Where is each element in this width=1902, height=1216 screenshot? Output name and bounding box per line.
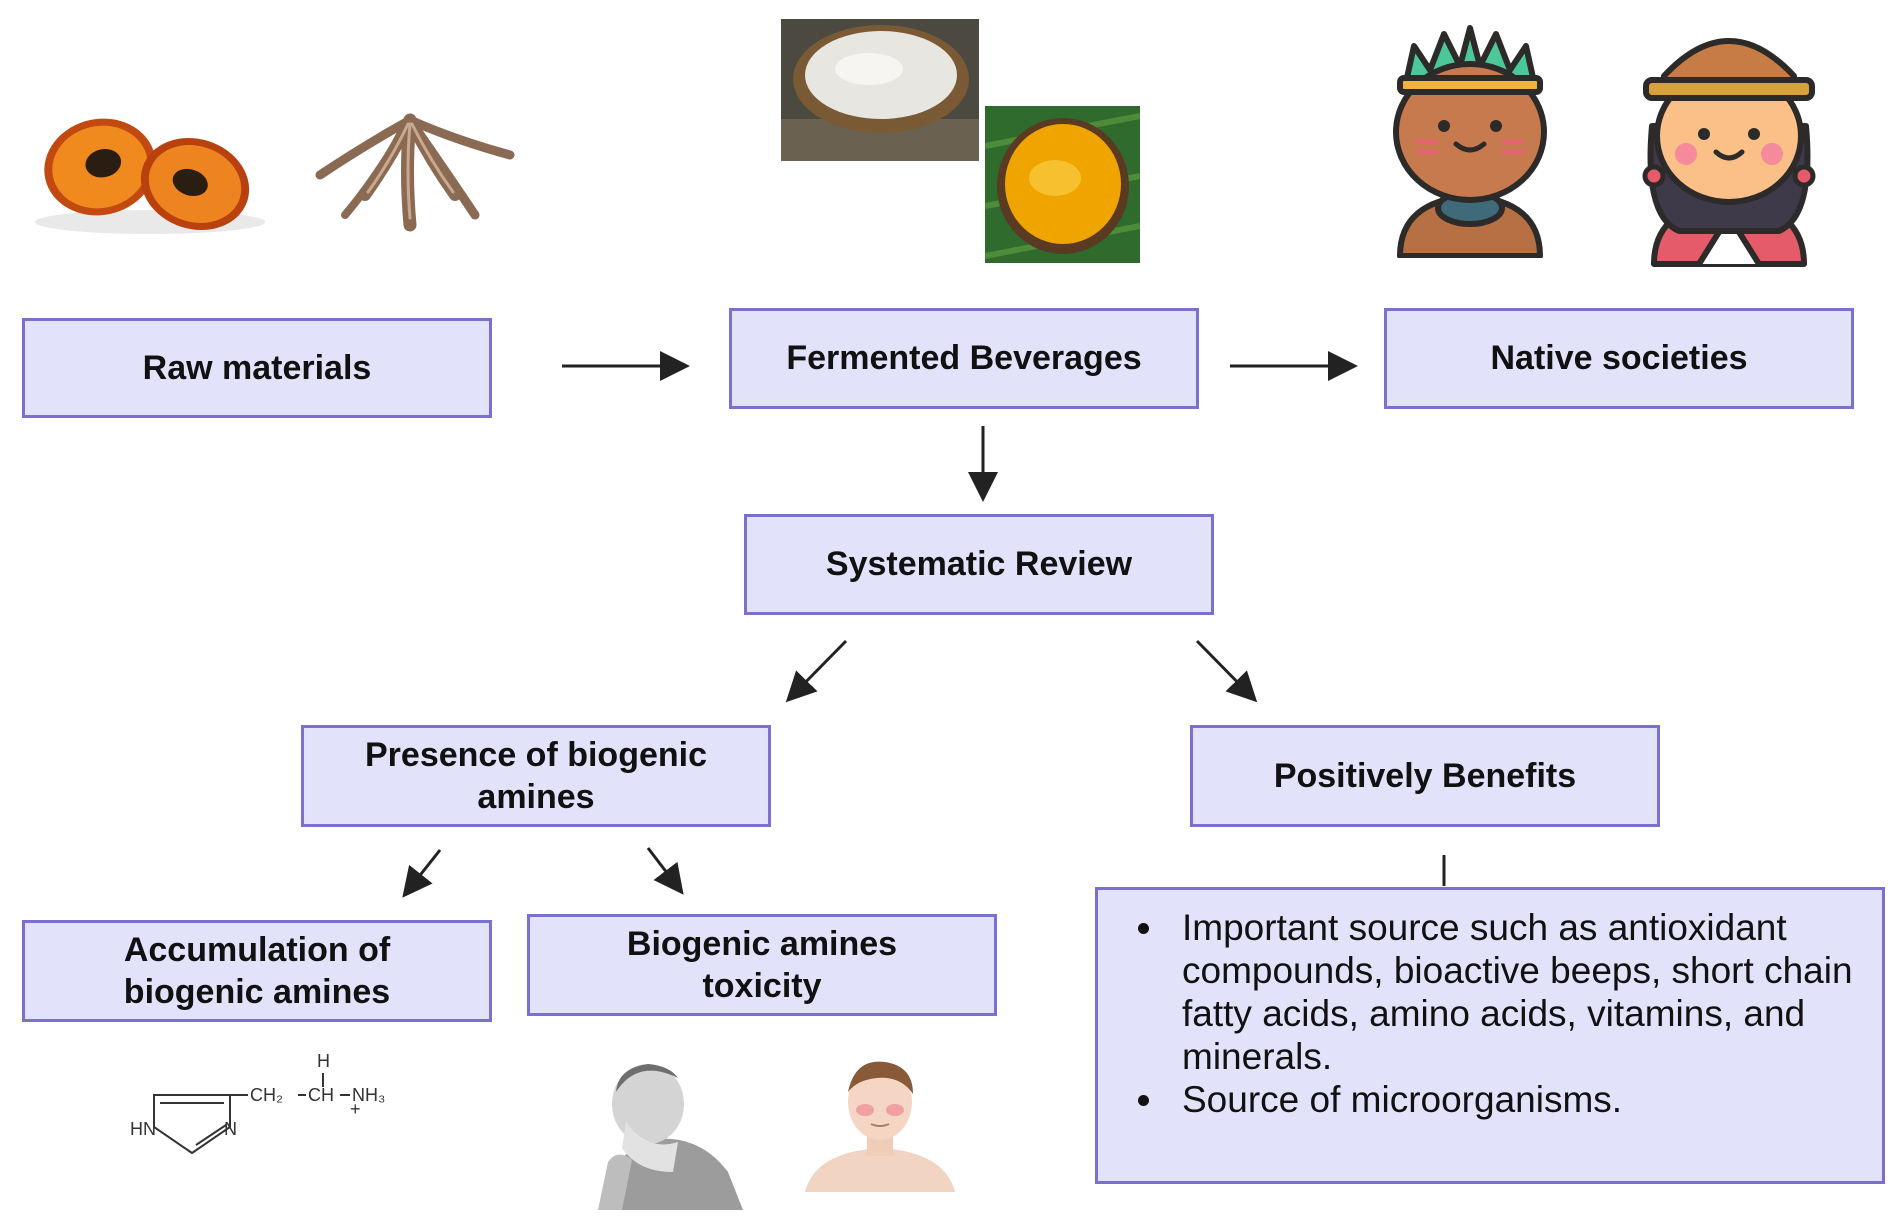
- benefit-item: Important source such as antioxidant com…: [1138, 906, 1862, 1078]
- native-societies-box: Native societies: [1384, 308, 1854, 409]
- biogenic-presence-label: Presence of biogenic amines: [365, 735, 707, 817]
- positive-benefits-label: Positively Benefits: [1273, 756, 1577, 795]
- fermented-beverages-box: Fermented Beverages: [729, 308, 1199, 409]
- native-man-icon: [1393, 25, 1547, 258]
- chem-h: H: [317, 1051, 330, 1071]
- native-societies-label: Native societies: [1490, 339, 1748, 378]
- systematic-review-box: Systematic Review: [744, 514, 1214, 615]
- benefits-list: Important source such as antioxidant com…: [1138, 906, 1862, 1121]
- accumulation-label: Accumulation of biogenic amines: [123, 930, 391, 1012]
- sneezing-person-image: [598, 1064, 743, 1210]
- fermented-beverages-label: Fermented Beverages: [786, 339, 1142, 378]
- papaya-image: [20, 72, 280, 244]
- native-woman-icon: [1642, 38, 1816, 267]
- biogenic-presence-box: Presence of biogenic amines: [301, 725, 771, 827]
- chem-plus: +: [350, 1099, 361, 1119]
- toxicity-box: Biogenic amines toxicity: [527, 914, 997, 1016]
- chem-ch2: CH₂: [250, 1085, 283, 1105]
- chem-nh3: NH₃: [352, 1085, 385, 1105]
- toxicity-label: Biogenic amines toxicity: [626, 924, 898, 1006]
- chem-hn: HN: [130, 1119, 156, 1139]
- chem-n: N: [224, 1119, 237, 1139]
- positive-benefits-box: Positively Benefits: [1190, 725, 1660, 827]
- raw-materials-label: Raw materials: [142, 348, 372, 387]
- systematic-review-label: Systematic Review: [825, 545, 1133, 584]
- arrow-review-to-presence: [785, 639, 848, 703]
- flushed-face-image: [805, 1061, 955, 1192]
- arrow-presence-to-toxicity: [646, 847, 684, 895]
- raw-materials-box: Raw materials: [22, 318, 492, 418]
- cassava-image: [315, 113, 515, 232]
- benefit-item: Source of microorganisms.: [1138, 1078, 1862, 1121]
- beverage-bowl-image: [781, 19, 979, 161]
- histamine-structure: H CH₂ CH NH₃ + HN N: [130, 1051, 385, 1155]
- arrow-presence-to-accumulation: [402, 849, 442, 898]
- chem-ch: CH: [308, 1085, 334, 1105]
- benefits-list-box: Important source such as antioxidant com…: [1095, 887, 1885, 1184]
- accumulation-box: Accumulation of biogenic amines: [22, 920, 492, 1022]
- orange-beverage-image: [985, 106, 1140, 263]
- arrow-review-to-benefits: [1195, 639, 1258, 703]
